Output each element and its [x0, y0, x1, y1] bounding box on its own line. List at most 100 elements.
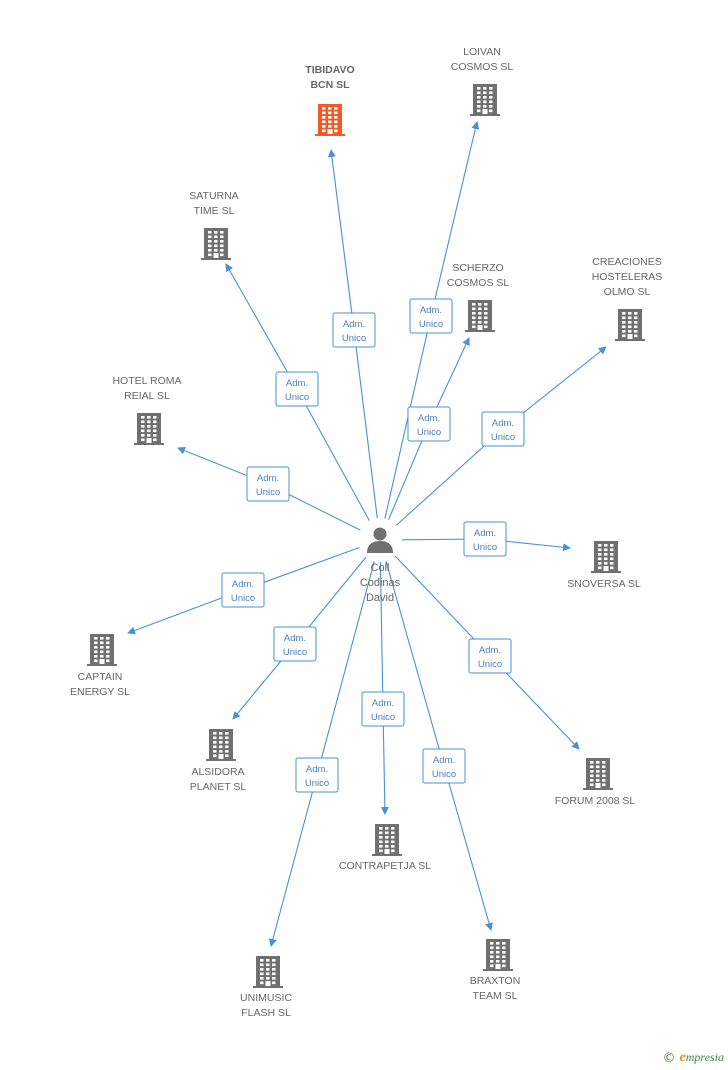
edge-label-line: Adm.: [433, 755, 455, 766]
company-label-forum: FORUM 2008 SL: [555, 795, 636, 807]
edge-label-tibidavo[interactable]: Adm. Unico: [332, 312, 376, 348]
edge-label-line: Adm.: [474, 528, 496, 539]
brand-logo: empresia: [680, 1050, 724, 1066]
edge-label-line: Unico: [342, 333, 366, 344]
edge-label-line: Adm.: [418, 413, 440, 424]
edge-label-line: Unico: [417, 427, 441, 438]
building-icon: [201, 228, 231, 260]
company-label-braxton: TEAM SL: [473, 990, 518, 1002]
brand-initial: e: [679, 1050, 686, 1065]
company-label-captain: ENERGY SL: [70, 686, 130, 698]
building-icon: [583, 758, 613, 790]
company-label-loivan: LOIVAN: [463, 46, 501, 58]
edge-label-box: [468, 638, 512, 674]
person-label-line: Coll: [371, 562, 390, 574]
edge-label-box: [295, 757, 339, 793]
building-icon: [483, 939, 513, 971]
company-node-alsidora[interactable]: ALSIDORA PLANET SL: [190, 729, 247, 793]
edge-label-saturna[interactable]: Adm. Unico: [275, 371, 319, 407]
edge-label-line: Unico: [432, 769, 456, 780]
brand-name: mpresia: [685, 1050, 724, 1064]
edge-label-box: [481, 411, 525, 447]
edge-label-line: Unico: [371, 712, 395, 723]
person-icon: [367, 527, 393, 553]
edge-label-line: Adm.: [284, 633, 306, 644]
company-node-hotelroma[interactable]: HOTEL ROMA REIAL SL: [112, 375, 182, 445]
edge-label-line: Unico: [305, 778, 329, 789]
edge-label-line: Adm.: [479, 645, 501, 656]
company-label-scherzo: COSMOS SL: [447, 277, 510, 289]
edge-label-box: [463, 521, 507, 557]
edge-labels-layer: Adm.UnicoAdm.UnicoAdm.UnicoAdm.UnicoAdm.…: [221, 298, 525, 793]
company-label-alsidora: PLANET SL: [190, 781, 247, 793]
building-icon: [315, 104, 345, 136]
company-label-creaciones: OLMO SL: [604, 286, 651, 298]
edge-label-line: Adm.: [257, 473, 279, 484]
edge-unimusic: [268, 561, 375, 947]
edge-label-box: [361, 691, 405, 727]
edge-label-braxton[interactable]: Adm. Unico: [422, 748, 466, 784]
company-label-tibidavo: BCN SL: [310, 79, 350, 91]
edge-label-line: Unico: [473, 542, 497, 553]
edge-label-line: Unico: [285, 392, 309, 403]
building-icon: [87, 634, 117, 666]
company-label-unimusic: FLASH SL: [241, 1007, 291, 1019]
company-label-braxton: BRAXTON: [470, 975, 521, 987]
edge-label-line: Adm.: [343, 319, 365, 330]
building-icon: [591, 541, 621, 573]
company-label-snoversa: SNOVERSA SL: [567, 578, 641, 590]
edge-label-line: Adm.: [492, 418, 514, 429]
company-label-creaciones: HOSTELERAS: [592, 271, 663, 283]
edge-label-captain[interactable]: Adm.Unico: [221, 572, 265, 608]
empresia-brand[interactable]: © empresia: [663, 1050, 724, 1066]
edge-label-creaciones[interactable]: Adm. Unico: [481, 411, 525, 447]
person-label-line: David: [366, 592, 394, 604]
company-label-saturna: TIME SL: [194, 205, 235, 217]
company-node-contrapetja[interactable]: CONTRAPETJA SL: [339, 824, 431, 872]
edge-label-line: Adm.: [306, 764, 328, 775]
edge-label-box: [332, 312, 376, 348]
edge-label-line: Adm.: [232, 579, 254, 590]
edge-label-line: Adm.: [372, 698, 394, 709]
company-label-tibidavo: TIBIDAVO: [305, 64, 354, 76]
edge-label-unimusic[interactable]: Adm. Unico: [295, 757, 339, 793]
company-label-loivan: COSMOS SL: [451, 61, 514, 73]
edge-label-contrapetja[interactable]: Adm. Unico: [361, 691, 405, 727]
company-node-snoversa[interactable]: SNOVERSA SL: [567, 541, 641, 590]
edge-label-snoversa[interactable]: Adm. Unico: [463, 521, 507, 557]
edge-label-forum[interactable]: Adm. Unico: [468, 638, 512, 674]
nodes-layer: TIBIDAVO BCN SL LOIVAN COSMOS SL SATURNATIME…: [70, 46, 662, 1019]
building-icon: [134, 413, 164, 445]
edge-label-loivan[interactable]: Adm.Unico: [409, 298, 453, 334]
copyright-icon: ©: [662, 1050, 676, 1066]
company-label-hotelroma: REIAL SL: [124, 390, 170, 402]
company-node-loivan[interactable]: LOIVAN COSMOS SL: [451, 46, 514, 116]
company-label-alsidora: ALSIDORA: [191, 766, 244, 778]
edge-label-alsidora[interactable]: Adm. Unico: [273, 626, 317, 662]
building-icon: [206, 729, 236, 761]
company-label-contrapetja: CONTRAPETJA SL: [339, 860, 431, 872]
edge-label-scherzo[interactable]: Adm. Unico: [407, 406, 451, 442]
edge-label-box: [422, 748, 466, 784]
building-icon: [253, 956, 283, 988]
person-label-line: Codinas: [360, 577, 401, 589]
company-node-tibidavo[interactable]: TIBIDAVO BCN SL: [305, 64, 355, 136]
company-label-hotelroma: HOTEL ROMA: [112, 375, 181, 387]
company-node-unimusic[interactable]: UNIMUSIC FLASH SL: [240, 956, 292, 1019]
edge-label-line: Unico: [256, 487, 280, 498]
company-node-braxton[interactable]: BRAXTON TEAM SL: [470, 939, 521, 1002]
edge-label-hotelroma[interactable]: Adm. Unico: [246, 466, 290, 502]
edge-label-line: Unico: [491, 432, 515, 443]
company-label-unimusic: UNIMUSIC: [240, 992, 292, 1004]
company-node-forum[interactable]: FORUM 2008 SL: [555, 758, 636, 807]
edge-label-line: Unico: [478, 659, 502, 670]
edge-label-box: [407, 406, 451, 442]
edge-label-line: Adm.: [286, 378, 308, 389]
edge-label-line: Unico: [283, 647, 307, 658]
